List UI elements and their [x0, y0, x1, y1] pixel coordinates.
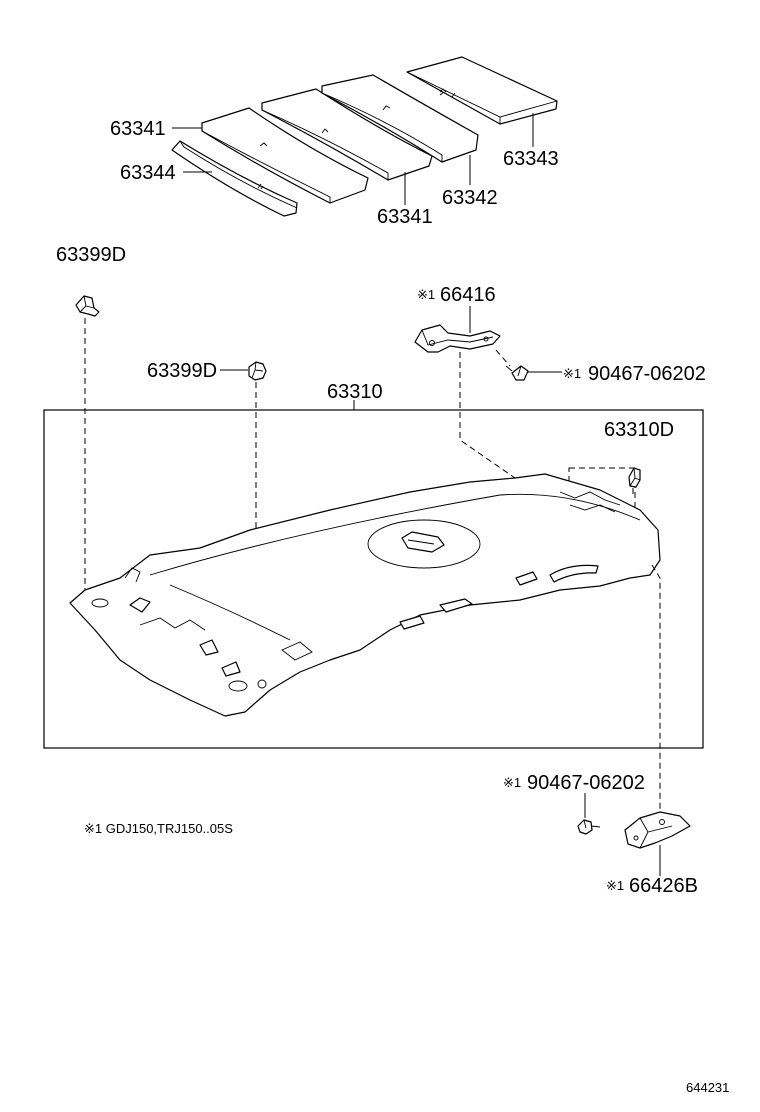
bracket-66426B	[624, 811, 691, 849]
footnote: ※1 GDJ150,TRJ150..05S	[84, 821, 233, 836]
bracket-66416	[414, 324, 501, 353]
label-63399D-center: 63399D	[147, 360, 217, 382]
headliner-63310	[69, 473, 661, 717]
label-90467-bottom-mark: ※1	[503, 775, 521, 790]
clip-63399D-left	[75, 295, 100, 317]
roof-pad-63343	[406, 56, 558, 125]
label-90467-top: 90467-06202	[588, 363, 706, 385]
screw-90467-bottom	[577, 819, 601, 835]
label-66416-mark: ※1	[417, 287, 435, 302]
screw-90467-top	[505, 365, 529, 381]
headliner-assembly-frame	[43, 409, 704, 749]
label-63343: 63343	[503, 148, 559, 170]
label-90467-top-mark: ※1	[563, 366, 581, 381]
label-63341-front: 63341	[110, 118, 166, 140]
label-90467-bottom: 90467-06202	[527, 772, 645, 794]
label-63344: 63344	[120, 162, 176, 184]
label-66416: 66416	[440, 284, 496, 306]
label-63342: 63342	[442, 187, 498, 209]
clip-63399D-center	[248, 361, 267, 381]
label-66426B-mark: ※1	[606, 878, 624, 893]
clip-63310D	[628, 467, 641, 488]
roof-pad-63344	[171, 140, 298, 217]
label-63341-rear: 63341	[377, 206, 433, 228]
roof-pad-63341-rear	[261, 88, 433, 181]
label-63310: 63310	[327, 381, 383, 403]
label-66426B: 66426B	[629, 875, 698, 897]
figure-code: 644231	[686, 1080, 729, 1095]
roof-pad-63342	[321, 74, 479, 163]
label-63399D-left: 63399D	[56, 244, 126, 266]
label-63310D: 63310D	[604, 419, 674, 441]
